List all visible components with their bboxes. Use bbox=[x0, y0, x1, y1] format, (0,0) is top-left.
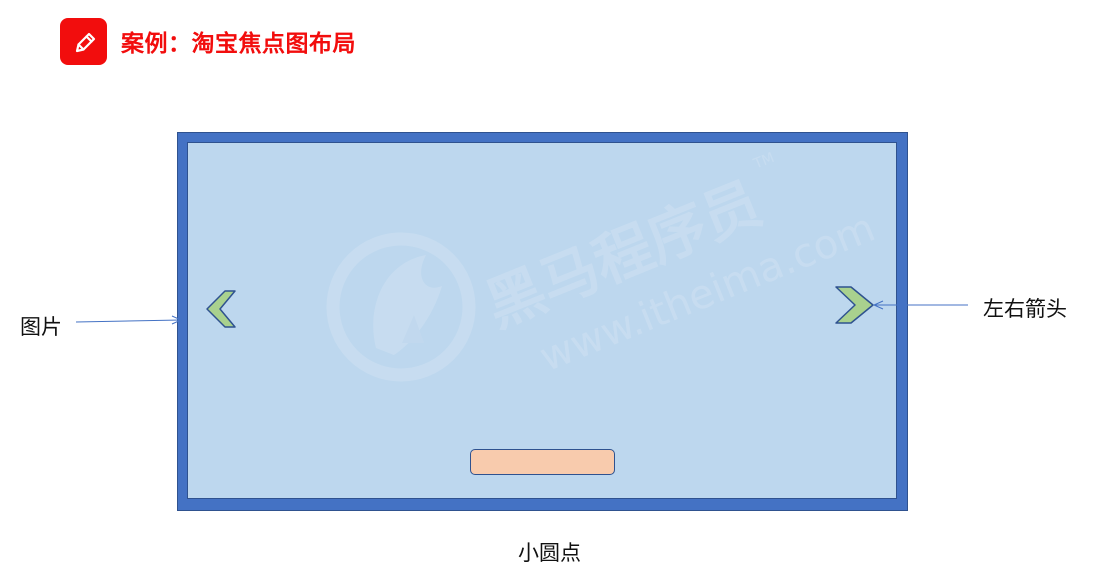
label-dots: 小圆点 bbox=[518, 541, 581, 565]
dots-indicator[interactable] bbox=[470, 449, 615, 475]
focus-image-area: 黑马程序员 TM www.itheima.com bbox=[187, 142, 897, 499]
watermark-trademark: TM bbox=[751, 150, 777, 173]
watermark-logo-icon bbox=[326, 232, 476, 382]
connector-image bbox=[75, 319, 182, 323]
label-image: 图片 bbox=[20, 315, 62, 339]
label-arrows: 左右箭头 bbox=[983, 297, 1067, 321]
pencil-icon bbox=[60, 18, 107, 65]
watermark: 黑马程序员 TM www.itheima.com bbox=[326, 150, 881, 382]
watermark-url: www.itheima.com bbox=[533, 205, 881, 381]
page-title: 案例：淘宝焦点图布局 bbox=[121, 31, 356, 57]
left-arrow-icon[interactable] bbox=[205, 290, 237, 328]
watermark-brand: 黑马程序员 bbox=[476, 169, 770, 341]
right-arrow-icon[interactable] bbox=[835, 286, 875, 324]
